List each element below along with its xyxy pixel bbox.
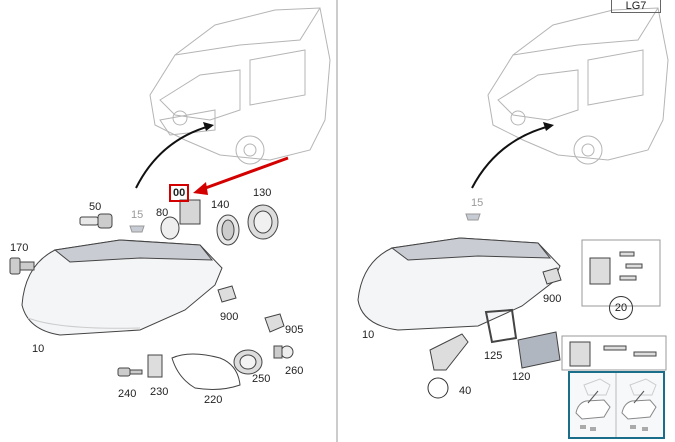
bulb-260	[273, 345, 294, 359]
cap-15-left	[129, 225, 145, 233]
headlamp-right	[357, 237, 561, 331]
highlight-label-00[interactable]: 00	[169, 184, 190, 202]
gasket-125	[484, 308, 518, 344]
bracket-40	[429, 333, 469, 371]
callout-260[interactable]: 260	[285, 365, 304, 377]
kit-20-parts	[589, 251, 643, 285]
callout-50[interactable]: 50	[89, 201, 102, 213]
callout-15-left[interactable]: 15	[131, 209, 144, 221]
document-tag: LG7	[611, 0, 661, 13]
module-120	[517, 331, 561, 369]
callout-15-right[interactable]: 15	[471, 197, 484, 209]
fog-lamp-250	[233, 349, 263, 375]
kit-lower-parts	[569, 341, 657, 367]
thumbnail-image	[575, 373, 657, 437]
kit-box-lower	[561, 335, 667, 371]
callout-20[interactable]: 20	[609, 296, 633, 320]
callout-900-left[interactable]: 900	[220, 311, 239, 323]
cover-140	[216, 214, 240, 246]
part-905	[264, 313, 285, 333]
pointer-curve-right	[471, 125, 551, 189]
callout-125[interactable]: 125	[484, 350, 503, 362]
callout-80[interactable]: 80	[156, 207, 169, 219]
callout-250[interactable]: 250	[252, 373, 271, 385]
callout-120[interactable]: 120	[512, 371, 531, 383]
screw-240	[117, 367, 143, 377]
callout-40[interactable]: 40	[459, 385, 472, 397]
callout-140[interactable]: 140	[211, 199, 230, 211]
van-outline-left	[149, 7, 331, 165]
callout-130[interactable]: 130	[253, 187, 272, 199]
callout-170[interactable]: 170	[10, 242, 29, 254]
bulb-50	[79, 213, 113, 229]
callout-240[interactable]: 240	[118, 388, 137, 400]
bulb-80	[160, 199, 201, 240]
callout-900-right[interactable]: 900	[543, 293, 562, 305]
callout-230[interactable]: 230	[150, 386, 169, 398]
overview-thumbnail[interactable]	[568, 371, 665, 439]
callout-10-right[interactable]: 10	[362, 329, 375, 341]
van-outline-right	[487, 7, 669, 165]
clip-230	[147, 354, 163, 378]
cap-15-right	[465, 213, 481, 221]
cap-130	[247, 204, 279, 240]
tool-symbol	[427, 377, 449, 399]
callout-220[interactable]: 220	[204, 394, 223, 406]
bracket-900-left	[217, 285, 237, 303]
screw-170	[9, 257, 35, 275]
red-arrow	[199, 156, 289, 192]
pointer-curve-left	[135, 125, 211, 189]
trim-ring-220	[171, 353, 241, 390]
callout-905[interactable]: 905	[285, 324, 304, 336]
headlamp-left	[21, 239, 223, 336]
bracket-900-right	[542, 267, 562, 285]
callout-10-left[interactable]: 10	[32, 343, 45, 355]
